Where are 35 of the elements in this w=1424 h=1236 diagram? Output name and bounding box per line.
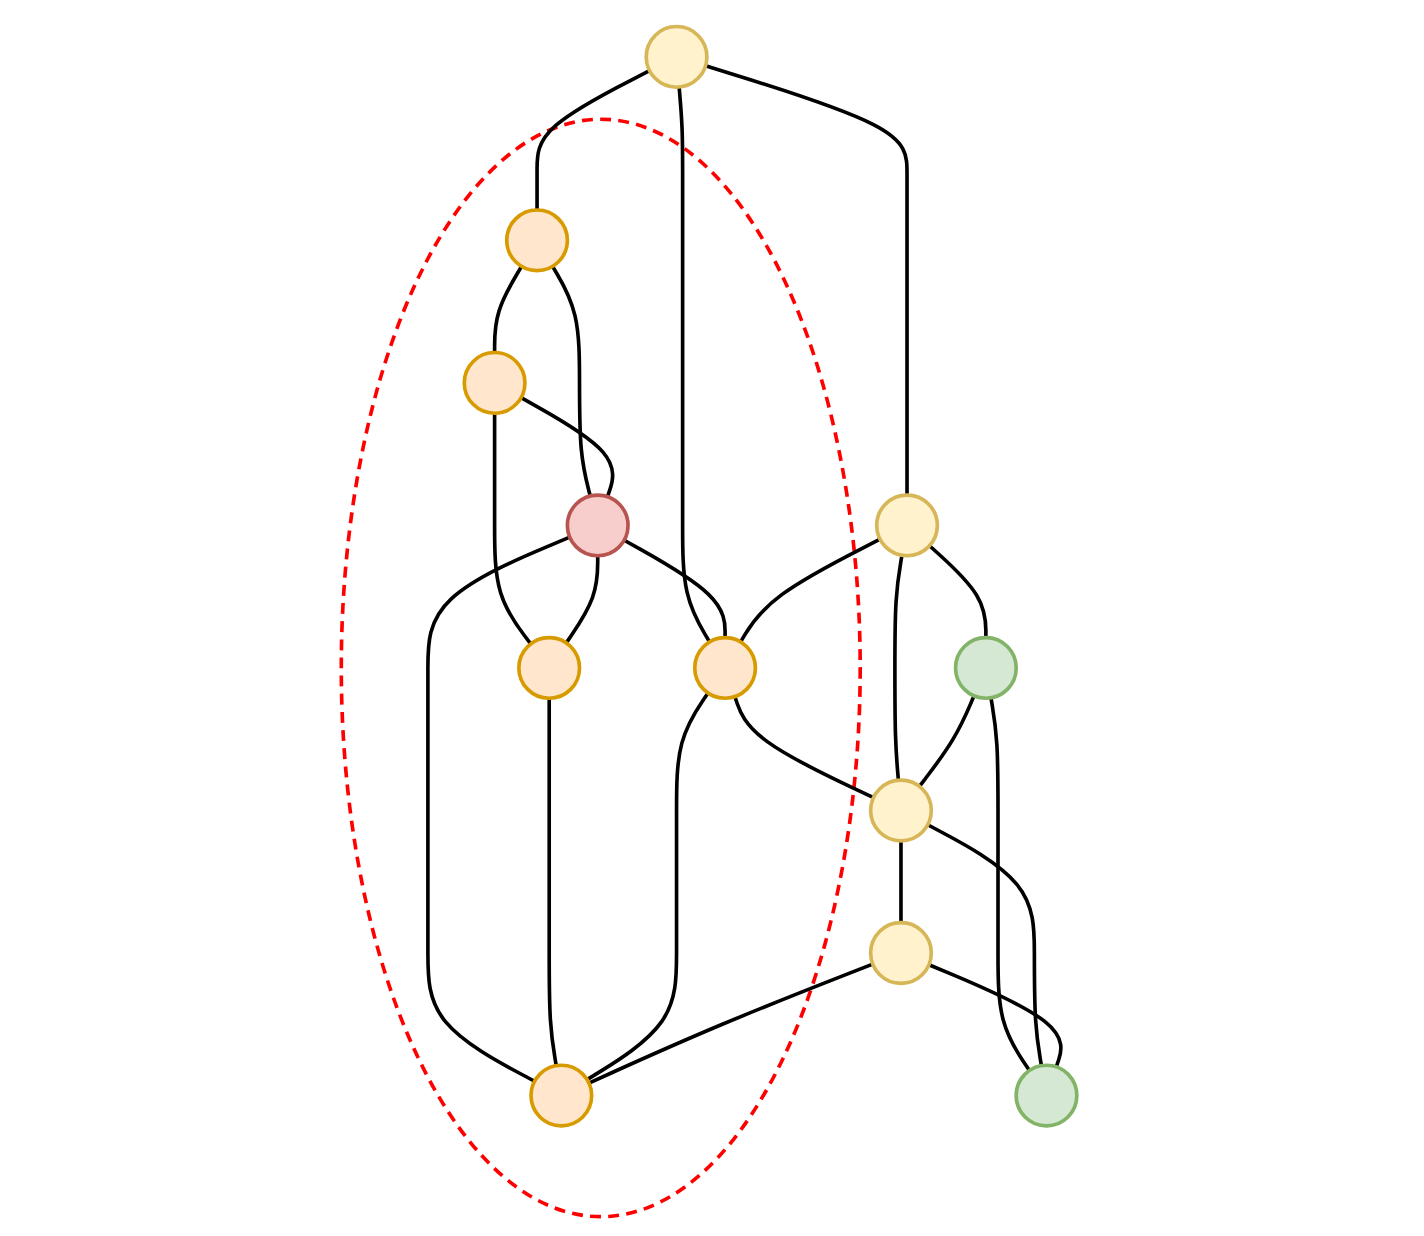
node-circle	[643, 24, 708, 90]
node-circle	[692, 635, 757, 701]
connector	[550, 265, 592, 497]
connector	[425, 535, 570, 1083]
connector	[492, 413, 532, 645]
node-circle	[868, 778, 933, 843]
connector	[585, 692, 709, 1082]
connector	[927, 544, 987, 638]
node-circle	[874, 493, 939, 558]
node-circle	[461, 350, 527, 416]
node-circle	[868, 920, 933, 986]
connector	[622, 538, 727, 638]
connector	[546, 698, 558, 1066]
connector	[564, 555, 599, 644]
cluster	[338, 117, 862, 1219]
node-circle	[516, 635, 581, 701]
connector	[892, 555, 903, 781]
connector	[988, 697, 1031, 1072]
connector	[917, 695, 975, 788]
connector	[519, 396, 614, 498]
connector	[534, 69, 650, 210]
connector	[926, 823, 1043, 1066]
connector	[732, 696, 874, 800]
connector	[738, 537, 881, 643]
node-circle	[528, 1063, 593, 1128]
connector	[587, 962, 873, 1085]
connector	[676, 86, 711, 643]
connector	[927, 963, 1062, 1068]
node-circle	[564, 493, 630, 558]
connector	[898, 840, 903, 923]
node-circle	[504, 208, 569, 273]
node-circle	[953, 635, 1018, 701]
node-circle	[1013, 1063, 1078, 1128]
connector	[492, 265, 523, 353]
connector	[704, 64, 909, 496]
